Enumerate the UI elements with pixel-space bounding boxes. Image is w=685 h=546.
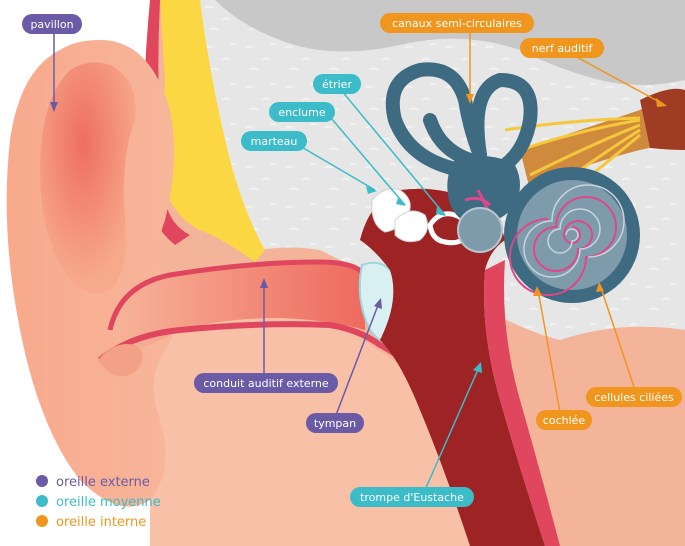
label-canaux: canaux semi-circulaires <box>380 13 534 33</box>
label-etrier-text: étrier <box>322 78 352 91</box>
label-tympan: tympan <box>306 413 364 433</box>
label-canaux-text: canaux semi-circulaires <box>392 17 522 30</box>
label-enclume: enclume <box>269 102 335 122</box>
label-pavillon-text: pavillon <box>30 18 73 31</box>
incus <box>395 211 428 242</box>
label-tympan-text: tympan <box>314 417 356 430</box>
legend-swatch-interne <box>36 515 48 527</box>
label-cochlee-text: cochlée <box>543 414 586 427</box>
label-cellules: cellules ciliées <box>586 387 682 407</box>
label-etrier: étrier <box>313 74 361 94</box>
label-nerf-text: nerf auditif <box>532 42 594 55</box>
label-pavillon: pavillon <box>22 14 82 34</box>
label-trompe: trompe d'Eustache <box>350 487 474 507</box>
label-cellules-text: cellules ciliées <box>594 391 674 404</box>
label-marteau: marteau <box>241 131 307 151</box>
legend-label-moyenne: oreille moyenne <box>56 495 161 510</box>
cochlea-inner <box>517 180 627 290</box>
label-cochlee: cochlée <box>536 410 592 430</box>
legend-label-externe: oreille externe <box>56 475 150 490</box>
legend-label-interne: oreille interne <box>56 515 146 530</box>
legend-swatch-moyenne <box>36 495 48 507</box>
legend-swatch-externe <box>36 475 48 487</box>
label-trompe-text: trompe d'Eustache <box>360 491 464 504</box>
label-conduit: conduit auditif externe <box>194 373 338 393</box>
label-enclume-text: enclume <box>278 106 326 119</box>
label-marteau-text: marteau <box>251 135 298 148</box>
oval-window <box>458 208 502 252</box>
label-conduit-text: conduit auditif externe <box>203 377 329 390</box>
label-nerf: nerf auditif <box>520 38 604 58</box>
